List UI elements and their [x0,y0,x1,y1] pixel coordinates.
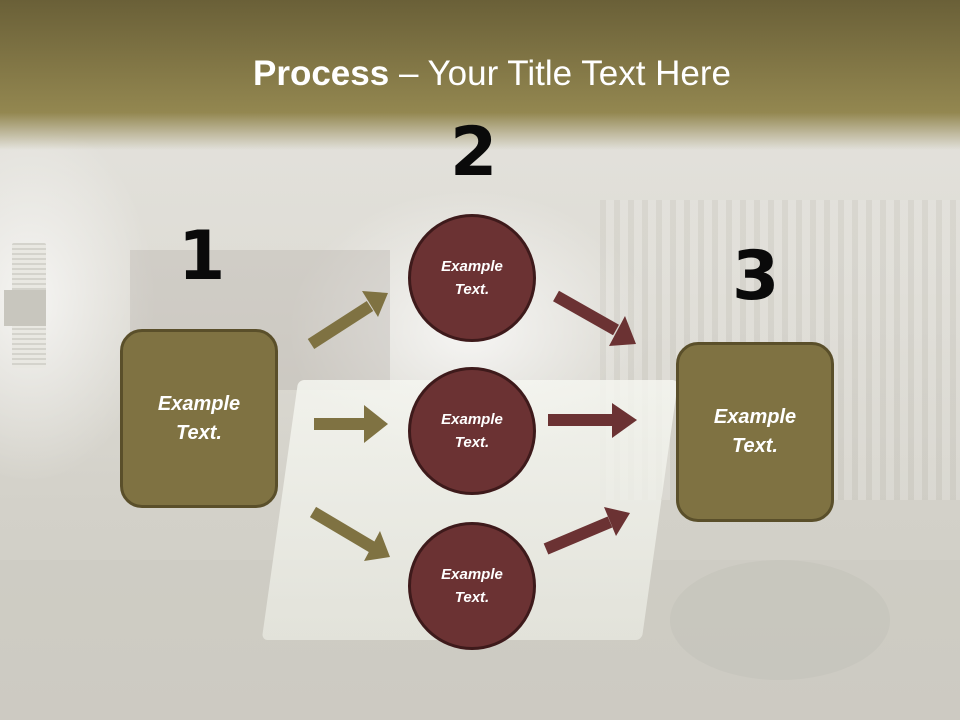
title-rest: – Your Title Text Here [389,54,731,93]
step-2-circle-1[interactable]: Example Text. [408,214,536,342]
step-number-1: 1 [178,217,226,296]
step-2-circle-2-label: Example Text. [441,411,503,451]
step-1-box[interactable]: Example Text. [120,329,278,508]
step-3-box[interactable]: Example Text. [676,342,834,522]
background-lamp-band [4,290,46,326]
step-number-2: 2 [450,113,498,192]
step-number-3: 3 [732,237,780,316]
step-1-label: Example Text. [157,392,241,444]
step-2-circle-1-label: Example Text. [441,258,503,298]
title-bold: Process [253,54,390,93]
step-2-circle-2[interactable]: Example Text. [408,367,536,495]
step-2-circle-3[interactable]: Example Text. [408,522,536,650]
slide-title: Process – Your Title Text Here [0,52,960,96]
background-table [670,560,890,680]
step-2-circle-3-label: Example Text. [441,566,503,606]
header-band [0,0,960,150]
step-3-label: Example Text. [713,406,797,457]
